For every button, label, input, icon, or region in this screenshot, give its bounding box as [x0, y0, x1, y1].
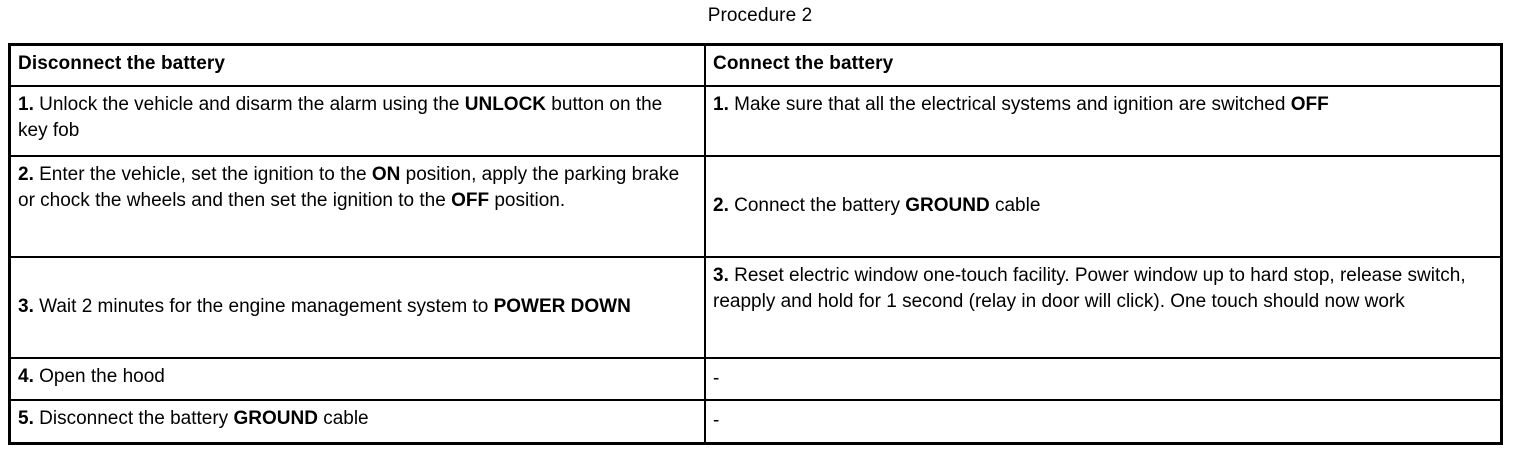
table-row: 4. Open the hood - — [11, 358, 1500, 401]
step-cell-disconnect-5: 5. Disconnect the battery GROUND cable — [11, 400, 706, 442]
step-cell-connect-1: 1. Make sure that all the electrical sys… — [705, 86, 1500, 157]
step-cell-disconnect-3: 3. Wait 2 minutes for the engine managem… — [11, 257, 706, 359]
table-row: 2. Enter the vehicle, set the ignition t… — [11, 156, 1500, 258]
step-cell-connect-3: 3. Reset electric window one-touch facil… — [705, 257, 1500, 359]
procedure-table-container: Disconnect the battery Connect the batte… — [8, 43, 1503, 445]
table-row: 1. Unlock the vehicle and disarm the ala… — [11, 86, 1500, 157]
column-header-connect: Connect the battery — [705, 46, 1500, 87]
step-cell-connect-2: 2. Connect the battery GROUND cable — [705, 156, 1500, 258]
table-header-row: Disconnect the battery Connect the batte… — [11, 46, 1500, 87]
step-cell-disconnect-4: 4. Open the hood — [11, 358, 706, 401]
procedure-table: Disconnect the battery Connect the batte… — [11, 46, 1500, 442]
page-title: Procedure 2 — [707, 5, 813, 26]
step-cell-disconnect-2: 2. Enter the vehicle, set the ignition t… — [11, 156, 706, 258]
step-cell-connect-5: - — [713, 410, 720, 431]
table-row: 3. Wait 2 minutes for the engine managem… — [11, 257, 1500, 359]
step-cell-connect-4: - — [705, 358, 1500, 401]
step-cell-disconnect-1: 1. Unlock the vehicle and disarm the ala… — [11, 86, 706, 157]
column-header-disconnect: Disconnect the battery — [11, 46, 706, 87]
table-row: 5. Disconnect the battery GROUND cable - — [11, 400, 1500, 442]
